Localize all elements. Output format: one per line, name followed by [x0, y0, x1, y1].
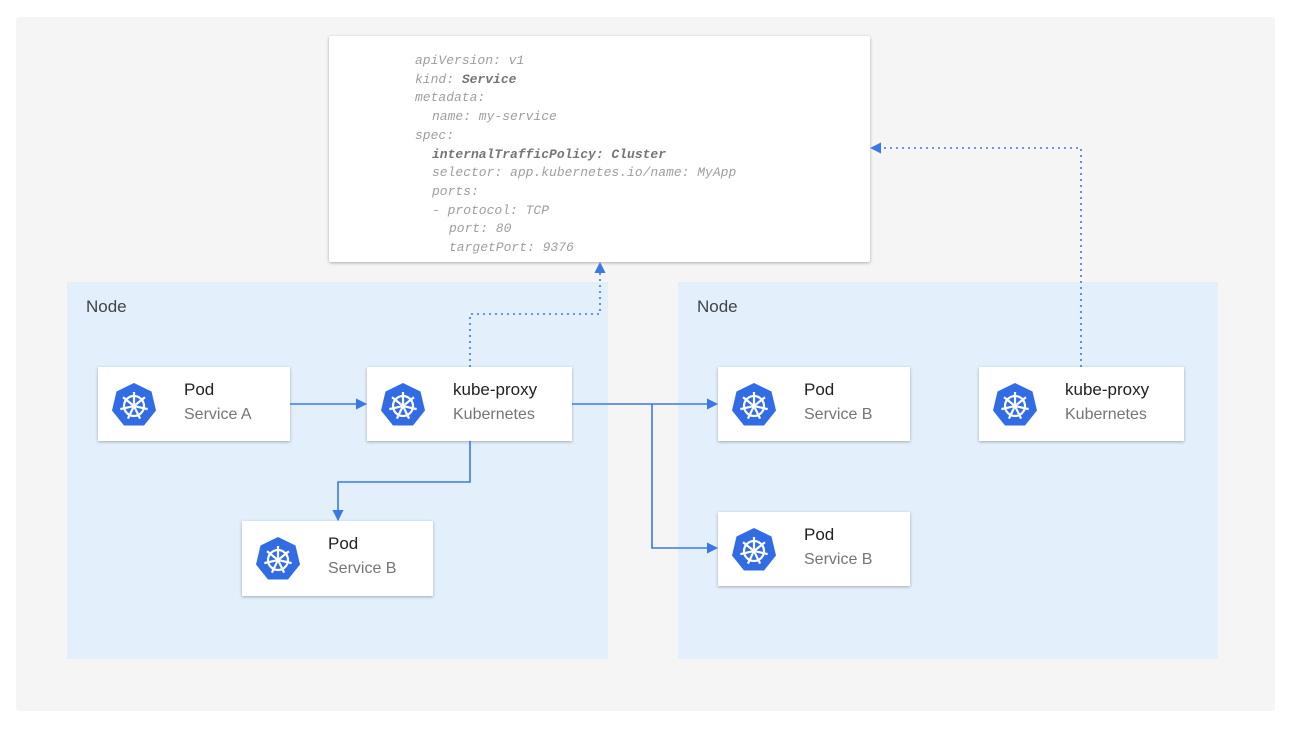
yaml-text: selector: app.kubernetes.io/name: MyApp: [432, 165, 737, 181]
yaml-text: - protocol: TCP: [432, 202, 550, 218]
arrow-proxy-to-podb-right-bottom: [651, 404, 719, 554]
yaml-text: metadata:: [415, 90, 486, 106]
kubernetes-icon: [112, 383, 156, 426]
yaml-line: internalTrafficPolicy: Cluster: [432, 147, 666, 162]
yaml-line: - protocol: TCP: [432, 203, 549, 218]
node-label: Node: [86, 297, 127, 316]
kubernetes-icon: [256, 537, 300, 580]
yaml-text: ports:: [432, 183, 479, 199]
yaml-line: metadata:: [415, 90, 485, 105]
service-yaml-box: apiVersion: v1 kind: Service metadata: name…: [329, 36, 870, 262]
yaml-line: kind: Service: [415, 72, 516, 87]
kubernetes-icon: [993, 383, 1037, 426]
card-subtitle: Service B: [804, 406, 873, 423]
card-subtitle: Service B: [804, 551, 873, 568]
kubernetes-icon: [732, 528, 776, 571]
yaml-line: apiVersion: v1: [415, 53, 524, 68]
card-title: Pod: [328, 534, 359, 553]
yaml-text: spec:: [415, 127, 455, 143]
yaml-line: selector: app.kubernetes.io/name: MyApp: [432, 165, 736, 180]
card-title: kube-proxy: [453, 380, 538, 399]
yaml-text: apiVersion: v1: [415, 53, 525, 68]
card-subtitle: Kubernetes: [1065, 406, 1147, 423]
yaml-line: port: 80: [449, 221, 511, 236]
card-title: Pod: [804, 525, 835, 544]
yaml-text: port: 80: [449, 221, 512, 237]
card-subtitle: Service A: [184, 406, 252, 423]
dotted-proxy-right-to-service: [869, 142, 1082, 367]
card-title: Pod: [804, 380, 835, 399]
yaml-bold-text: internalTrafficPolicy: Cluster: [432, 146, 667, 162]
kubernetes-icon: [381, 383, 425, 426]
node-right: Node: [678, 282, 1218, 659]
node-label: Node: [697, 297, 738, 316]
node-left: Node: [67, 282, 608, 659]
card-title: Pod: [184, 380, 215, 399]
card-title: kube-proxy: [1065, 380, 1150, 399]
arrow-proxy-to-podb-left: [332, 441, 471, 522]
yaml-text: kind:: [415, 71, 462, 87]
yaml-line: spec:: [415, 128, 454, 143]
yaml-bold-text: Service: [461, 71, 517, 87]
yaml-text: targetPort: 9376: [449, 240, 574, 255]
yaml-text: name: my-service: [432, 109, 557, 125]
card-subtitle: Service B: [328, 560, 397, 577]
kubernetes-icon: [732, 383, 776, 426]
yaml-line: name: my-service: [432, 109, 557, 124]
card-subtitle: Kubernetes: [453, 406, 535, 423]
dotted-proxy-left-to-service: [469, 261, 606, 367]
yaml-line: ports:: [432, 184, 479, 199]
yaml-line: targetPort: 9376: [449, 240, 574, 255]
